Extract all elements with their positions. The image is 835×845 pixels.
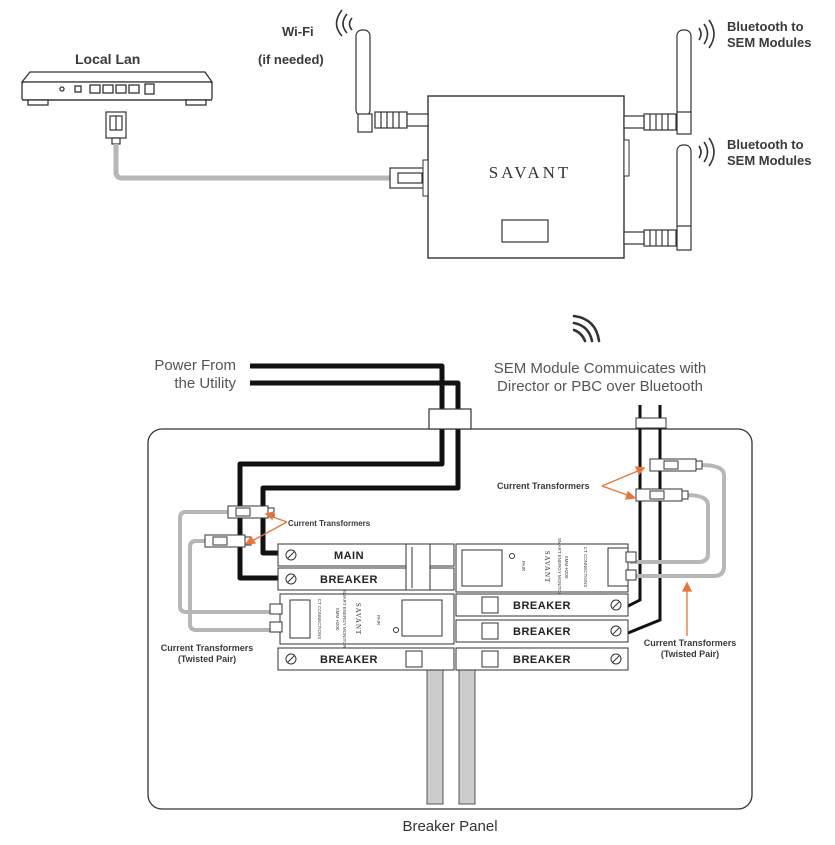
ct-clamp-right-1 — [649, 458, 703, 472]
lan-cable — [113, 144, 392, 181]
ct-right-top-label: Current Transformers — [497, 481, 590, 491]
annotation-arrows — [244, 466, 693, 636]
director-brand: SAVANT — [489, 163, 572, 182]
ct-clamp-left-2 — [204, 534, 252, 548]
wifi-signal-icon — [335, 9, 353, 37]
sem-line2: Director or PBC over Bluetooth — [497, 378, 703, 395]
utility-feed — [237, 363, 461, 581]
output-cable-1 — [426, 669, 444, 805]
sem-module-right: PAIR SAVANT SMART ENERGY MONITOR SMM-H20… — [455, 538, 637, 597]
breaker-right-2: BREAKER — [455, 619, 629, 643]
bt1-line1: Bluetooth to — [727, 19, 804, 34]
output-cable-2 — [458, 669, 476, 805]
ct-clamp-right-2 — [635, 488, 689, 502]
sem-line1: SEM Module Commuicates with — [494, 360, 707, 377]
sem-left-brand: SAVANT — [354, 603, 362, 636]
ct-twisted-pair-cables — [178, 463, 726, 632]
breaker-left-lower: BREAKER — [277, 647, 455, 671]
bt1-line2: SEM Modules — [727, 35, 812, 50]
bluetooth-antenna-2 — [623, 144, 692, 251]
sem-left-model: SMM-H200 — [335, 608, 340, 631]
sem-right-brand: SAVANT — [543, 551, 551, 584]
wifi-note: (if needed) — [258, 52, 324, 67]
ct-left-tp-line1: Current Transformers — [161, 643, 254, 653]
panel-entry-clamp — [428, 408, 472, 430]
power-line1: Power From — [154, 357, 236, 374]
sem-right-ct: CT CONNECTIONS — [583, 547, 588, 587]
breaker-right-3-label: BREAKER — [513, 654, 571, 666]
local-lan-label: Local Lan — [75, 51, 140, 67]
breaker-right-1: BREAKER — [455, 593, 629, 617]
breaker-right-2-label: BREAKER — [513, 626, 571, 638]
bluetooth-signal-icon-1 — [698, 19, 715, 49]
sem-module-left: PAIR SAVANT SMART ENERGY MONITOR SMM-H20… — [269, 590, 455, 649]
ct-clamp-left-1 — [227, 505, 275, 519]
lan-plug — [105, 111, 127, 145]
sem-right-model: SMM-H200 — [564, 556, 569, 579]
breaker-left-lower-label: BREAKER — [320, 654, 378, 666]
sem-right-title: SMART ENERGY MONITOR — [557, 538, 562, 597]
director-lan-plug — [389, 167, 429, 189]
bluetooth-signal-icon-3 — [572, 314, 601, 343]
director: SAVANT — [422, 95, 630, 259]
wifi-antenna — [355, 29, 429, 133]
panel-caption: Breaker Panel — [402, 818, 497, 835]
bluetooth-antenna-1 — [623, 29, 692, 135]
sem-right-pair: PAIR — [521, 561, 526, 572]
bluetooth-signal-icon-2 — [698, 137, 715, 167]
right-entry-clamp — [635, 417, 667, 429]
sem-left-title: SMART ENERGY MONITOR — [342, 590, 347, 649]
main-breaker: MAIN BREAKER — [277, 543, 455, 591]
breaker-right-1-label: BREAKER — [513, 600, 571, 612]
breaker-right-3: BREAKER — [455, 647, 629, 671]
bt2-line2: SEM Modules — [727, 153, 812, 168]
power-line2: the Utility — [174, 375, 236, 392]
ct-left-top-label: Current Transformers — [288, 519, 371, 528]
ct-right-tp-line1: Current Transformers — [644, 638, 737, 648]
sem-left-pair: PAIR — [376, 615, 381, 626]
wifi-label: Wi-Fi — [282, 24, 314, 39]
ct-right-tp-line2: (Twisted Pair) — [661, 649, 719, 659]
main-breaker-label-bottom: BREAKER — [320, 574, 378, 586]
bt2-line1: Bluetooth to — [727, 137, 804, 152]
sem-left-ct: CT CONNECTIONS — [317, 599, 322, 639]
main-breaker-label-top: MAIN — [334, 550, 364, 562]
router — [20, 71, 214, 106]
ct-left-tp-line2: (Twisted Pair) — [178, 654, 236, 664]
